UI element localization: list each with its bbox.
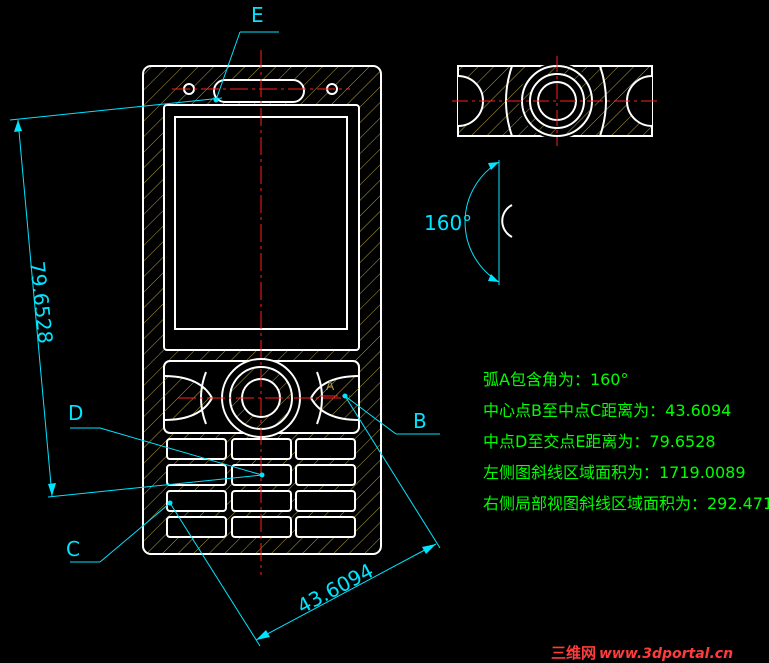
watermark: 三维网 www.3dportal.cn	[551, 644, 733, 662]
note-line: 中心点B至中点C距离为：43.6094	[483, 401, 731, 420]
angle-detail: 160°	[424, 160, 513, 285]
label-b: B	[413, 409, 427, 433]
nav-right-arc	[316, 371, 323, 425]
label-c: C	[66, 537, 80, 561]
key	[166, 490, 227, 512]
note-line: 右侧局部视图斜线区域面积为：292.4712	[483, 494, 769, 513]
dimension-arrows	[14, 97, 436, 640]
note-line: 左侧图斜线区域面积为：1719.0089	[483, 463, 746, 482]
note-line: 弧A包含角为：160°	[483, 370, 629, 389]
angle-dimension-arc	[464, 161, 500, 283]
earpiece-slot	[213, 79, 305, 103]
key	[295, 490, 356, 512]
arc-a-shape	[501, 204, 513, 238]
watermark-brand: 三维网	[551, 644, 596, 662]
dimension-lines	[9, 31, 441, 647]
key	[295, 464, 356, 486]
key	[166, 516, 227, 538]
notes-block: 弧A包含角为：160° 中心点B至中点C距离为：43.6094 中点D至交点E距…	[483, 370, 769, 513]
note-line: 中点D至交点E距离为：79.6528	[483, 432, 716, 451]
key	[166, 438, 227, 460]
dimension-diagonal-value: 43.6094	[293, 558, 377, 618]
label-a: A	[326, 379, 335, 393]
key	[295, 516, 356, 538]
angle-arrow-top	[488, 162, 499, 170]
angle-value: 160°	[424, 211, 472, 235]
partial-right-arc	[599, 65, 607, 137]
partial-section-view	[452, 56, 660, 146]
watermark-url: www.3dportal.cn	[599, 646, 733, 662]
label-d: D	[68, 401, 83, 425]
phone-body-view	[142, 50, 382, 575]
dimension-vertical-value: 79.6528	[25, 260, 58, 345]
key	[295, 438, 356, 460]
centerlines-partial	[452, 56, 660, 146]
label-e: E	[251, 3, 264, 27]
angle-arrow-bottom	[488, 274, 499, 282]
